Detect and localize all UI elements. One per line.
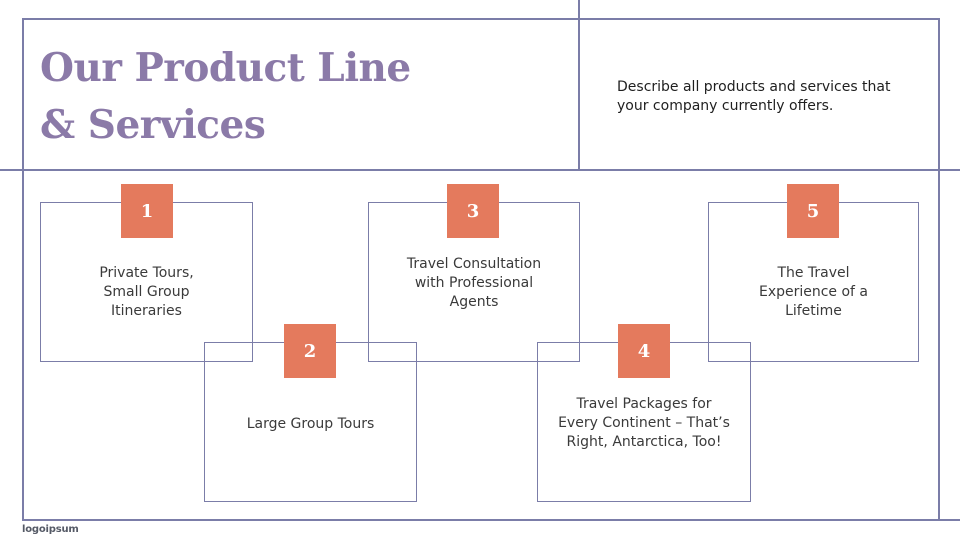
product-box-4-text: Travel Packages for Every Continent – Th… (558, 396, 730, 450)
number-badge-5: 5 (787, 184, 839, 238)
product-box-1-text: Private Tours, Small Group Itineraries (99, 265, 194, 319)
frame-divider-horizontal (0, 169, 960, 171)
product-box-4: Travel Packages for Every Continent – Th… (537, 342, 751, 502)
product-box-5-text: The Travel Experience of a Lifetime (758, 265, 869, 319)
page-title-line-2: & Services (40, 102, 266, 148)
logo: logoipsum (22, 524, 79, 535)
number-badge-2: 2 (284, 324, 336, 378)
product-box-3: Travel Consultation with Professional Ag… (368, 202, 580, 362)
page-title: Our Product Line & Services (40, 40, 411, 154)
frame-top-left (22, 18, 940, 20)
product-box-1: Private Tours, Small Group Itineraries (40, 202, 253, 362)
page-description: Describe all products and services that … (617, 79, 891, 114)
product-box-2-text: Large Group Tours (246, 416, 375, 432)
frame-right (938, 18, 940, 520)
frame-bottom (22, 519, 960, 521)
number-badge-1: 1 (121, 184, 173, 238)
product-box-3-text: Travel Consultation with Professional Ag… (406, 256, 542, 310)
frame-divider-vertical (578, 0, 580, 170)
page-title-line-1: Our Product Line (40, 45, 411, 91)
number-badge-4: 4 (618, 324, 670, 378)
number-badge-3: 3 (447, 184, 499, 238)
frame-left (22, 18, 24, 520)
